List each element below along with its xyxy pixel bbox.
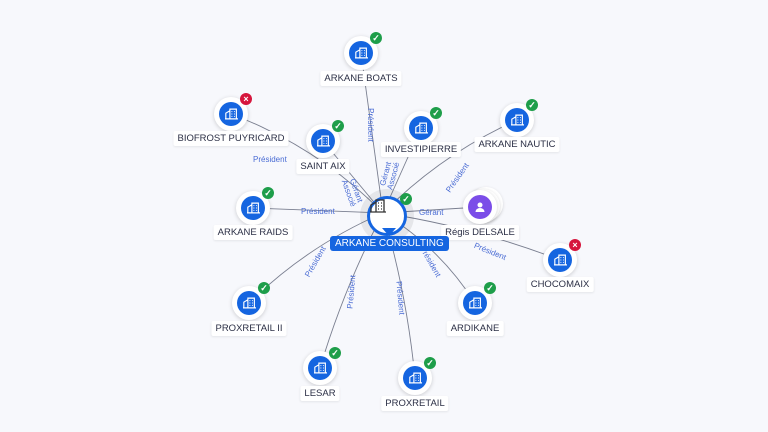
building-icon <box>219 102 243 126</box>
node-label[interactable]: PROXRETAIL II <box>211 321 287 336</box>
active-check-icon: ✓ <box>332 120 344 132</box>
node-label[interactable]: CHOCOMAIX <box>526 277 594 292</box>
company-node[interactable]: ✓ <box>398 357 436 395</box>
active-check-icon: ✓ <box>400 193 412 205</box>
closed-x-icon: × <box>240 93 252 105</box>
edge-label: Gérant <box>419 208 444 217</box>
active-check-icon: ✓ <box>526 99 538 111</box>
node-label[interactable]: ARDIKANE <box>446 321 504 336</box>
edge-label: Président <box>253 155 287 164</box>
company-node[interactable]: × <box>214 93 252 131</box>
building-icon <box>409 116 433 140</box>
building-icon <box>237 291 261 315</box>
center-node-label[interactable]: ARKANE CONSULTING <box>330 236 449 251</box>
edge-label: Président <box>301 207 335 216</box>
company-node[interactable]: × <box>543 239 581 277</box>
company-node[interactable]: ✓ <box>232 282 270 320</box>
building-icon <box>311 129 335 153</box>
building-icon <box>548 248 572 272</box>
node-label[interactable]: ARKANE BOATS <box>320 71 402 86</box>
building-icon <box>505 108 529 132</box>
node-label[interactable]: PROXRETAIL <box>381 396 449 411</box>
company-node[interactable]: ✓ <box>404 107 442 145</box>
building-icon <box>349 41 373 65</box>
building-icon <box>403 366 427 390</box>
building-icon <box>308 356 332 380</box>
edge-label: Président <box>394 280 407 316</box>
edge-label: Président <box>365 108 375 142</box>
company-node[interactable]: ✓ <box>306 120 344 158</box>
node-label[interactable]: SAINT AIX <box>296 159 350 174</box>
active-check-icon: ✓ <box>370 32 382 44</box>
node-label[interactable]: BIOFROST PUYRICARD <box>173 131 289 146</box>
node-label[interactable]: INVESTIPIERRE <box>380 142 462 157</box>
active-check-icon: ✓ <box>329 347 341 359</box>
center-node[interactable]: ✓ <box>367 193 412 236</box>
building-icon <box>463 291 487 315</box>
node-label[interactable]: LESAR <box>300 386 340 401</box>
person-icon <box>468 195 492 219</box>
edge-line <box>230 113 384 214</box>
company-node[interactable]: ✓ <box>303 347 341 385</box>
company-node[interactable]: ✓ <box>344 32 382 70</box>
company-node[interactable]: ✓ <box>458 282 496 320</box>
closed-x-icon: × <box>569 239 581 251</box>
building-icon <box>370 199 386 213</box>
active-check-icon: ✓ <box>424 357 436 369</box>
node-label[interactable]: ARKANE RAIDS <box>213 225 293 240</box>
active-check-icon: ✓ <box>430 107 442 119</box>
active-check-icon: ✓ <box>258 282 270 294</box>
node-label[interactable]: Régis DELSALE <box>441 225 519 240</box>
active-check-icon: ✓ <box>484 282 496 294</box>
active-check-icon: ✓ <box>262 187 274 199</box>
building-icon <box>241 196 265 220</box>
node-label[interactable]: ARKANE NAUTIC <box>474 137 560 152</box>
person-node[interactable] <box>463 190 497 224</box>
company-node[interactable]: ✓ <box>500 99 538 137</box>
company-node[interactable]: ✓ <box>236 187 274 225</box>
